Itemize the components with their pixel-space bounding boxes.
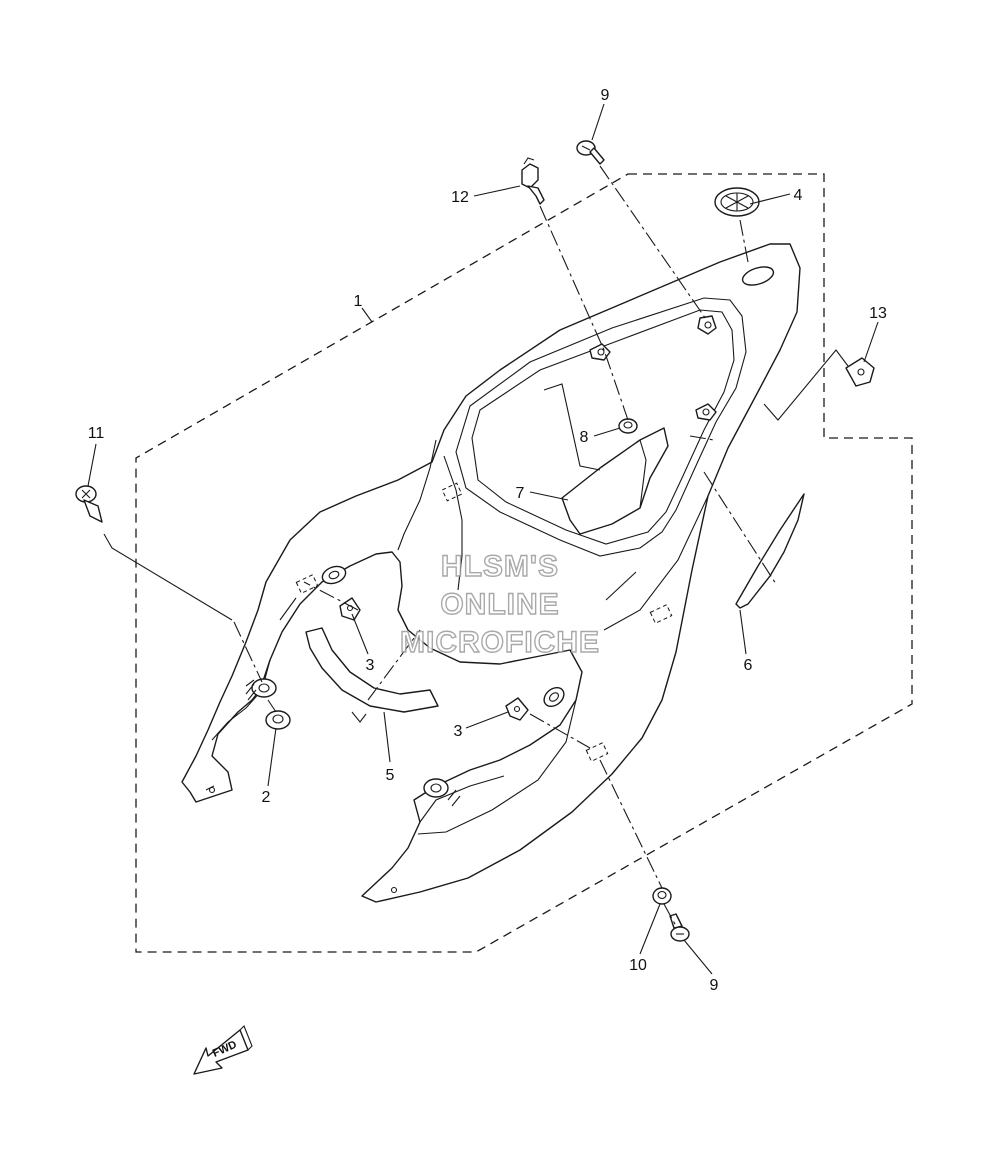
part-2-collar [265, 710, 291, 730]
centerline-part-11 [233, 621, 277, 713]
callout-3-left: 3 [366, 657, 375, 674]
callout-4: 4 [794, 187, 803, 204]
watermark: HLSM'S ONLINE MICROFICHE [399, 549, 600, 659]
callout-7: 7 [516, 485, 525, 502]
leader-lines [87, 103, 879, 975]
seat-cowling [181, 243, 801, 903]
watermark-line-3: MICROFICHE [400, 626, 600, 659]
callout-6: 6 [744, 657, 753, 674]
watermark-line-1: HLSM'S [441, 550, 559, 583]
part-6-side-panel [735, 493, 805, 609]
centerline-part-3-left [303, 581, 359, 611]
callout-5: 5 [386, 767, 395, 784]
callout-3-right: 3 [454, 723, 463, 740]
part-9-screw-bottom [669, 913, 690, 942]
part-10-collar [652, 887, 672, 905]
callout-2: 2 [262, 789, 271, 806]
part-8-grommet [618, 418, 638, 434]
part-3-nut-right [505, 697, 529, 721]
centerline-part-3-right [529, 713, 591, 749]
part-11-bolt [75, 485, 103, 523]
callout-12: 12 [451, 189, 469, 206]
callout-1: 1 [354, 293, 363, 310]
callout-10: 10 [629, 957, 647, 974]
centerline-part-4 [739, 219, 749, 263]
centerline-part-9-bottom [599, 759, 677, 927]
callout-8: 8 [580, 429, 589, 446]
part-4-grommet [714, 187, 760, 217]
callout-11: 11 [88, 425, 105, 442]
centerline-part-9-top [599, 165, 709, 323]
fwd-arrow-icon: FWD [193, 1025, 253, 1075]
part-13-clip [845, 357, 875, 387]
part-12-screw [521, 157, 545, 205]
watermark-line-2: ONLINE [440, 588, 559, 621]
callout-13: 13 [869, 305, 887, 322]
centerline-part-12 [539, 205, 629, 421]
callout-9-top: 9 [601, 87, 610, 104]
callout-9-bottom: 9 [710, 977, 719, 994]
assembly-boundary [135, 173, 913, 953]
part-7-pad [561, 427, 669, 535]
part-9-screw-top [576, 140, 605, 165]
centerline-part-5 [367, 629, 421, 701]
centerline-part-6 [703, 471, 777, 585]
centerline-part-8 [689, 435, 715, 441]
